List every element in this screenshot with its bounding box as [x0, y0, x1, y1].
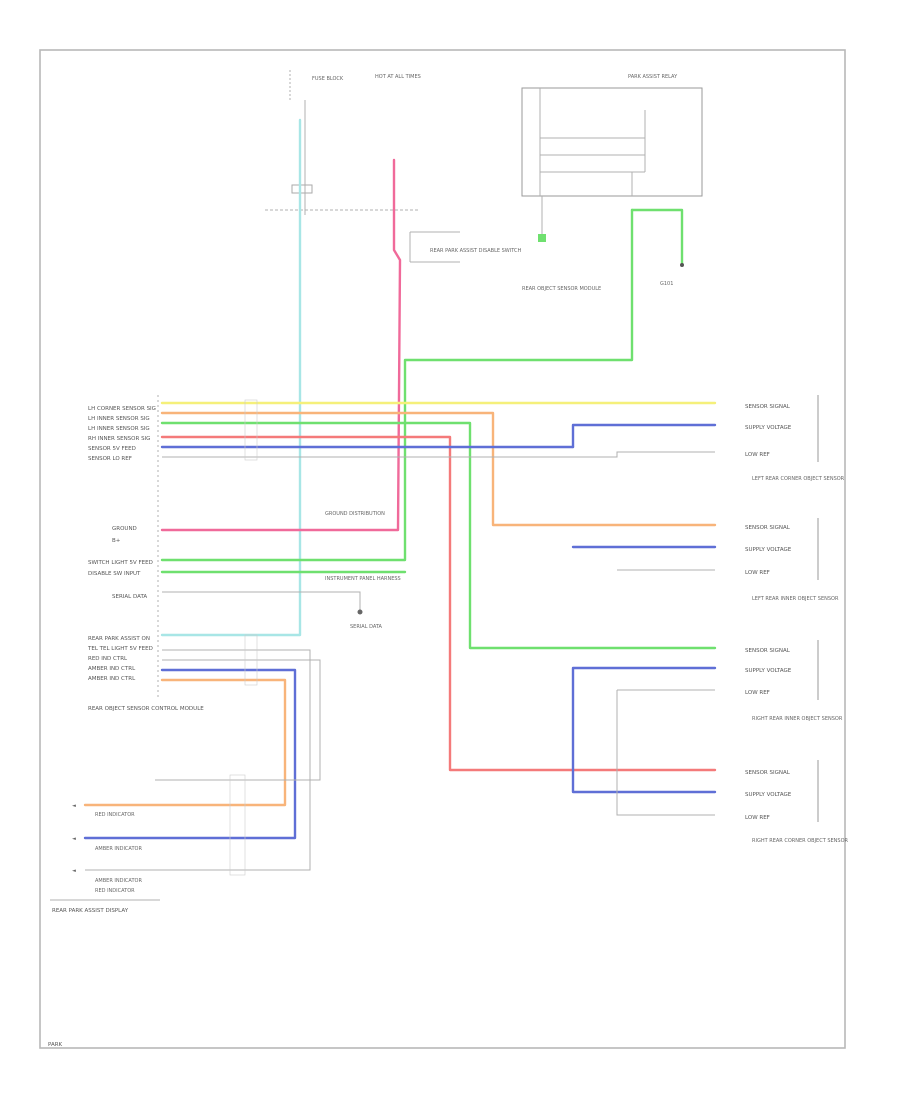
- switch-label: REAR PARK ASSIST DISABLE SWITCH: [430, 248, 521, 254]
- data-note: SERIAL DATA: [350, 624, 383, 630]
- indicator-label: AMBER INDICATOR: [95, 878, 142, 884]
- module-pin-label: RH INNER SENSOR SIG: [88, 436, 150, 442]
- sensor-pin-label: SENSOR SIGNAL: [745, 770, 791, 776]
- sensor-pin-label: SUPPLY VOLTAGE: [745, 425, 792, 431]
- corner-label: PARK: [48, 1042, 63, 1048]
- sensor-name: RIGHT REAR INNER OBJECT SENSOR: [752, 716, 843, 722]
- indicator-labels: RED INDICATOR AMBER INDICATOR AMBER INDI…: [72, 803, 142, 894]
- splice-note: INSTRUMENT PANEL HARNESS: [325, 576, 401, 582]
- wire-red: [160, 435, 717, 772]
- module-pin-label: RED IND CTRL: [88, 656, 128, 662]
- top-labels: FUSE BLOCK HOT AT ALL TIMES PARK ASSIST …: [312, 74, 678, 292]
- led-icon: ◄: [72, 836, 76, 842]
- module-pin-label: TEL TEL LIGHT 5V FEED: [87, 646, 153, 652]
- wire-cyan: [160, 118, 302, 637]
- sensor-name: LEFT REAR INNER OBJECT SENSOR: [752, 596, 839, 602]
- wire-serial-data: [162, 591, 361, 610]
- wire-orange-display: [83, 678, 287, 807]
- module-pin-label: DISABLE SW INPUT: [88, 571, 141, 577]
- relay-label: PARK ASSIST RELAY: [628, 74, 678, 80]
- indicator-label: RED INDICATOR: [95, 812, 135, 818]
- module-pin-label: REAR PARK ASSIST ON: [88, 636, 150, 642]
- wire-orange: [160, 411, 717, 527]
- module-name: REAR OBJECT SENSOR CONTROL MODULE: [88, 706, 204, 712]
- sensor-pin-label: SENSOR SIGNAL: [745, 404, 791, 410]
- wire-blue-display: [83, 668, 297, 840]
- sensor-name: RIGHT REAR CORNER OBJECT SENSOR: [752, 838, 849, 844]
- sensor-pin-label: SUPPLY VOLTAGE: [745, 547, 792, 553]
- module-pin-label: LH CORNER SENSOR SIG: [88, 406, 156, 412]
- sensor-labels: SENSOR SIGNAL SUPPLY VOLTAGE LOW REF LEF…: [745, 404, 849, 844]
- wire-green-sensor: [160, 421, 717, 650]
- ground-label: G101: [660, 281, 673, 287]
- led-icon: ◄: [72, 803, 76, 809]
- wire-gray-3: [616, 689, 715, 816]
- connector-marks: [229, 399, 258, 876]
- wire-gray-1: [162, 451, 715, 458]
- ground-note: GROUND DISTRIBUTION: [325, 511, 385, 517]
- wire-pink: [160, 158, 402, 532]
- relay-box: [521, 87, 703, 197]
- module-pin-label: SWITCH LIGHT 5V FEED: [88, 560, 153, 566]
- wire-blue-1: [571, 423, 717, 449]
- module-pin-label: LH INNER SENSOR SIG: [88, 416, 150, 422]
- module-pin-label: AMBER IND CTRL: [88, 676, 136, 682]
- diagram-frame: [39, 49, 846, 1049]
- module-pin-label: SENSOR LO REF: [88, 456, 132, 462]
- splice-dot: [680, 263, 684, 267]
- hot-label: HOT AT ALL TIMES: [375, 74, 421, 80]
- wire-green-top: [630, 208, 684, 267]
- fuse-icon: [291, 184, 313, 194]
- module-pin-label: SERIAL DATA: [112, 594, 147, 600]
- module-pin-label: SENSOR 5V FEED: [88, 446, 136, 452]
- sensor-pin-label: LOW REF: [745, 815, 770, 821]
- sensor-pin-label: SENSOR SIGNAL: [745, 525, 791, 531]
- sensor-pin-label: SENSOR SIGNAL: [745, 648, 791, 654]
- sensor-name: LEFT REAR CORNER OBJECT SENSOR: [752, 476, 845, 482]
- module-pin-label: LH INNER SENSOR SIG: [88, 426, 150, 432]
- indicator-label: AMBER INDICATOR: [95, 846, 142, 852]
- sensor-pin-label: SUPPLY VOLTAGE: [745, 792, 792, 798]
- module-note: REAR OBJECT SENSOR MODULE: [522, 286, 601, 292]
- notes: GROUND DISTRIBUTION INSTRUMENT PANEL HAR…: [325, 511, 401, 630]
- sensor-pin-label: LOW REF: [745, 690, 770, 696]
- wire-blue-3: [571, 666, 717, 794]
- module-pin-labels: LH CORNER SENSOR SIG LH INNER SENSOR SIG…: [87, 406, 156, 682]
- ground-terminal-icon: [538, 234, 546, 242]
- sensor-pin-label: SUPPLY VOLTAGE: [745, 668, 792, 674]
- module-pin-label: B+: [112, 538, 121, 544]
- module-pin-label: AMBER IND CTRL: [88, 666, 136, 672]
- sensor-pin-label: LOW REF: [745, 452, 770, 458]
- fuse-label: FUSE BLOCK: [312, 76, 344, 82]
- module-pin-label: GROUND: [112, 526, 137, 532]
- indicator-label: RED INDICATOR: [95, 888, 135, 894]
- data-link-icon: [357, 609, 363, 615]
- led-icon: ◄: [72, 868, 76, 874]
- wire-green-relay: [160, 208, 634, 562]
- sensor-pin-label: LOW REF: [745, 570, 770, 576]
- display-name: REAR PARK ASSIST DISPLAY: [52, 908, 129, 914]
- wire-gray-display: [85, 649, 321, 871]
